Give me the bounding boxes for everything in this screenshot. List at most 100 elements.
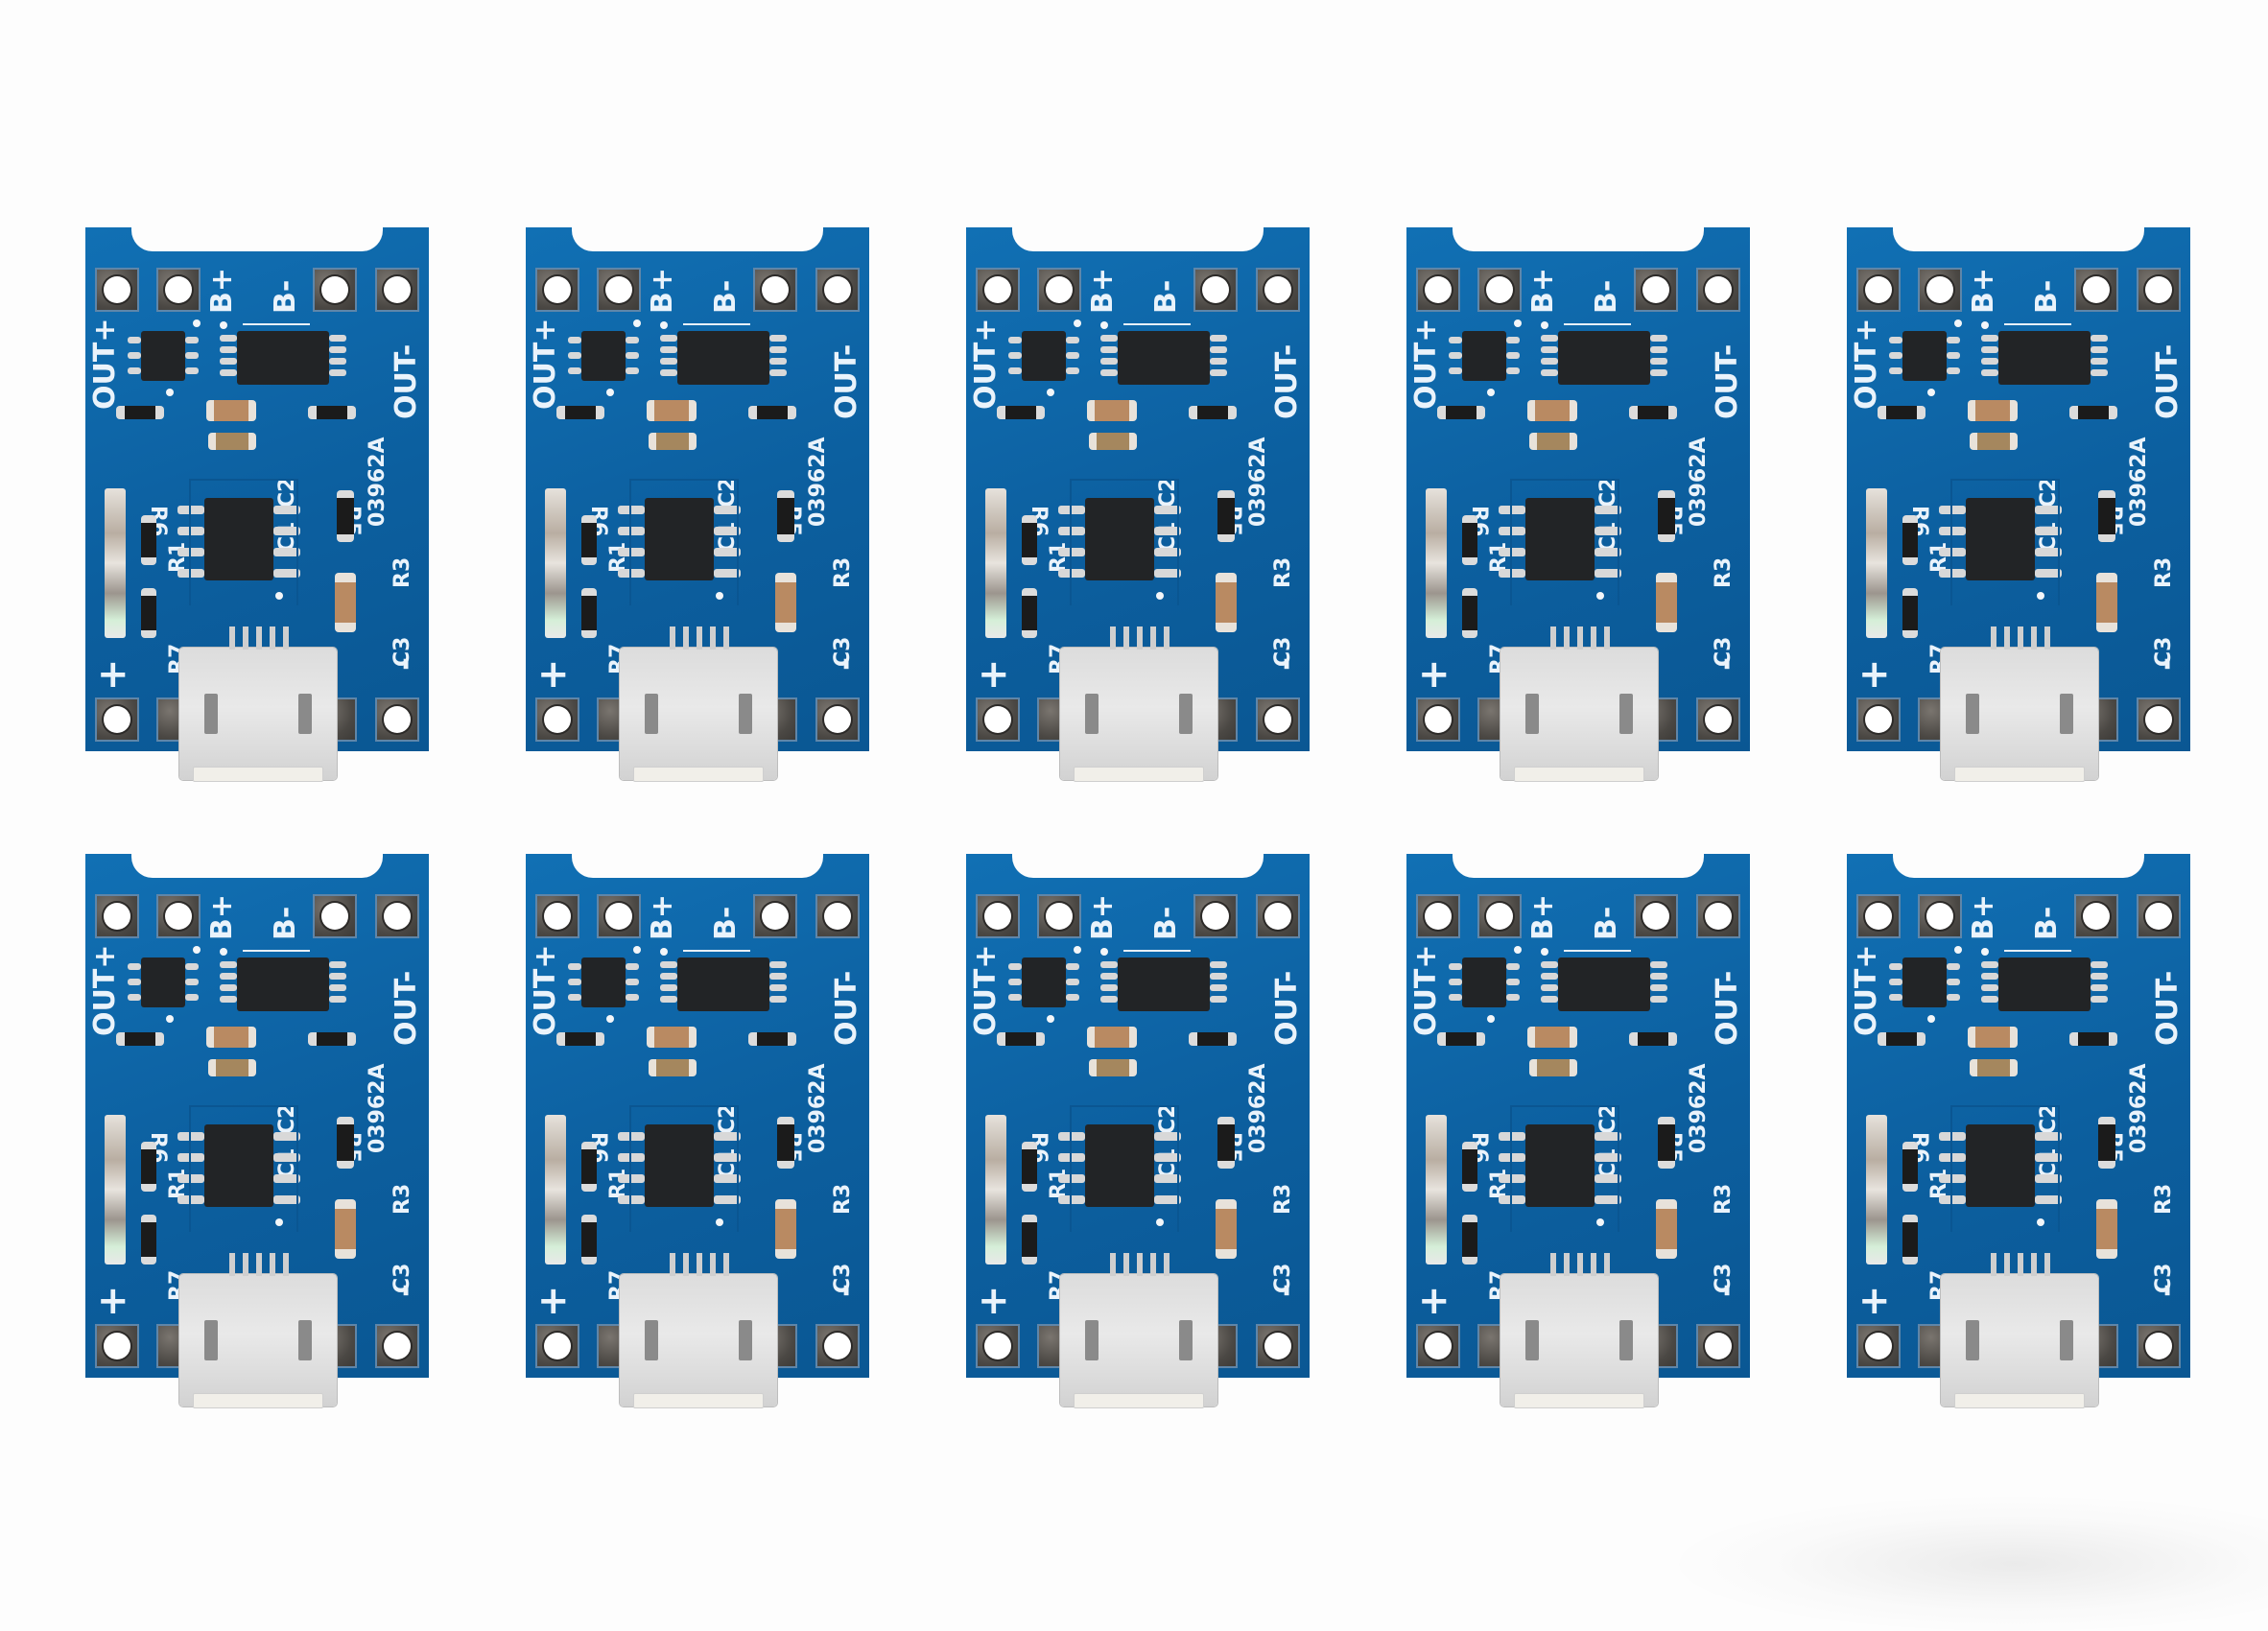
micro-usb-port[interactable] [1060,626,1217,782]
label-b-plus: B+ [1967,267,2000,314]
label-out-minus: OUT- [830,343,863,419]
pad-out-plus [1856,894,1901,938]
micro-usb-port[interactable] [179,626,337,782]
charger-ic [1525,1124,1595,1207]
silk-line [1564,950,1631,952]
ic-lead [660,346,677,353]
usb-lip [1514,767,1644,782]
pad-hole [544,903,571,930]
ic-lead [1595,548,1621,556]
resistor-r7 [141,588,156,638]
ic-lead [618,527,645,535]
ic-lead [1154,1132,1181,1141]
label-code: 03962A [2127,1063,2151,1153]
ic-lead [1541,973,1558,980]
ic-lead [1595,506,1621,514]
usb-pin [1150,1253,1156,1276]
label-c3: C3 [390,636,414,667]
ic-lead [769,961,787,968]
pin1-dot [1596,592,1604,600]
ic-lead [1210,996,1227,1003]
pin1-dot [606,389,614,396]
label-r3: R3 [1271,556,1295,588]
resistor-r1 [1022,515,1037,565]
protection-ic [581,957,626,1007]
micro-usb-port[interactable] [620,1253,777,1408]
thermal-pad-outline [629,1105,739,1232]
ic-lead [1947,337,1960,343]
ic-lead [1650,961,1667,968]
pad-out-plus [1416,894,1460,938]
resistor-r7 [1462,588,1477,638]
usb-slot [1085,694,1099,734]
label-b-minus: B- [1149,906,1183,940]
ic-lead [220,973,237,980]
pin1-dot [1541,948,1548,956]
micro-usb-port[interactable] [1500,1253,1658,1408]
pin1-dot [1487,389,1495,396]
ic-lead [1889,352,1902,359]
pad-hole [824,903,851,930]
resistor-r5 [2069,1032,2117,1046]
ic-lead [660,984,677,991]
label-out-plus: OUT+ [1850,318,1883,410]
usb-pin [710,626,716,650]
silk-line [683,950,750,952]
usb-slot [1966,1320,1979,1360]
pad-in-minus [1696,697,1740,742]
micro-usb-port[interactable] [1941,626,2098,782]
pad-hole [762,903,789,930]
pad-out-plus [95,894,139,938]
usb-lip [193,1393,323,1408]
ic-lead [1058,527,1085,535]
ic-lead [273,527,300,535]
ic-lead [1449,352,1462,359]
ic-lead [618,548,645,556]
ic-lead [2091,984,2108,991]
ic-lead [568,367,581,374]
micro-usb-port[interactable] [1500,626,1658,782]
pin1-dot [1541,321,1548,329]
ic-lead [273,1132,300,1141]
resistor-r6 [556,1032,604,1046]
label-b-plus: B+ [646,267,679,314]
micro-usb-port[interactable] [179,1253,337,1408]
charger-board-2: B+ B- OUT+ OUT- + - 03962A C2 C1 R6 R5 R… [526,226,869,782]
pad-hole [2145,706,2172,733]
ic-lead [1154,527,1181,535]
pad-in-plus [1416,1324,1460,1368]
usb-lip [1074,1393,1204,1408]
ic-lead [220,996,237,1003]
capacitor-c1 [1089,433,1137,450]
charger-board-4: B+ B- OUT+ OUT- + - 03962A C2 C1 R6 R5 R… [1406,226,1750,782]
pad-hole [984,276,1011,303]
resistor-r6 [997,1032,1045,1046]
resistor-r1 [581,515,597,565]
ic-lead [1650,358,1667,365]
label-c3: C3 [2152,636,2176,667]
resistor-r1 [1902,1142,1918,1192]
micro-usb-port[interactable] [1941,1253,2098,1408]
micro-usb-port[interactable] [620,626,777,782]
ic-lead [1506,352,1520,359]
resistor-r6 [116,1032,164,1046]
ic-lead [1100,996,1118,1003]
ic-lead [2035,1153,2062,1162]
ic-lead [220,335,237,342]
charger-ic [645,498,714,580]
label-code: 03962A [1246,437,1270,527]
capacitor-c3 [335,1199,356,1259]
ic-lead [660,996,677,1003]
resistor-r6 [556,406,604,419]
mosfet-chip [1558,957,1650,1011]
label-out-minus: OUT- [1270,970,1304,1046]
micro-usb-port[interactable] [1060,1253,1217,1408]
resistor-r3 [1658,1117,1675,1169]
label-r3: R3 [2152,556,2176,588]
label-out-plus: OUT+ [969,944,1003,1036]
capacitor-c1 [1089,1059,1137,1076]
ic-lead [1100,346,1118,353]
capacitor-c2 [206,1027,256,1048]
usb-pin [1550,626,1556,650]
ic-lead [714,548,741,556]
